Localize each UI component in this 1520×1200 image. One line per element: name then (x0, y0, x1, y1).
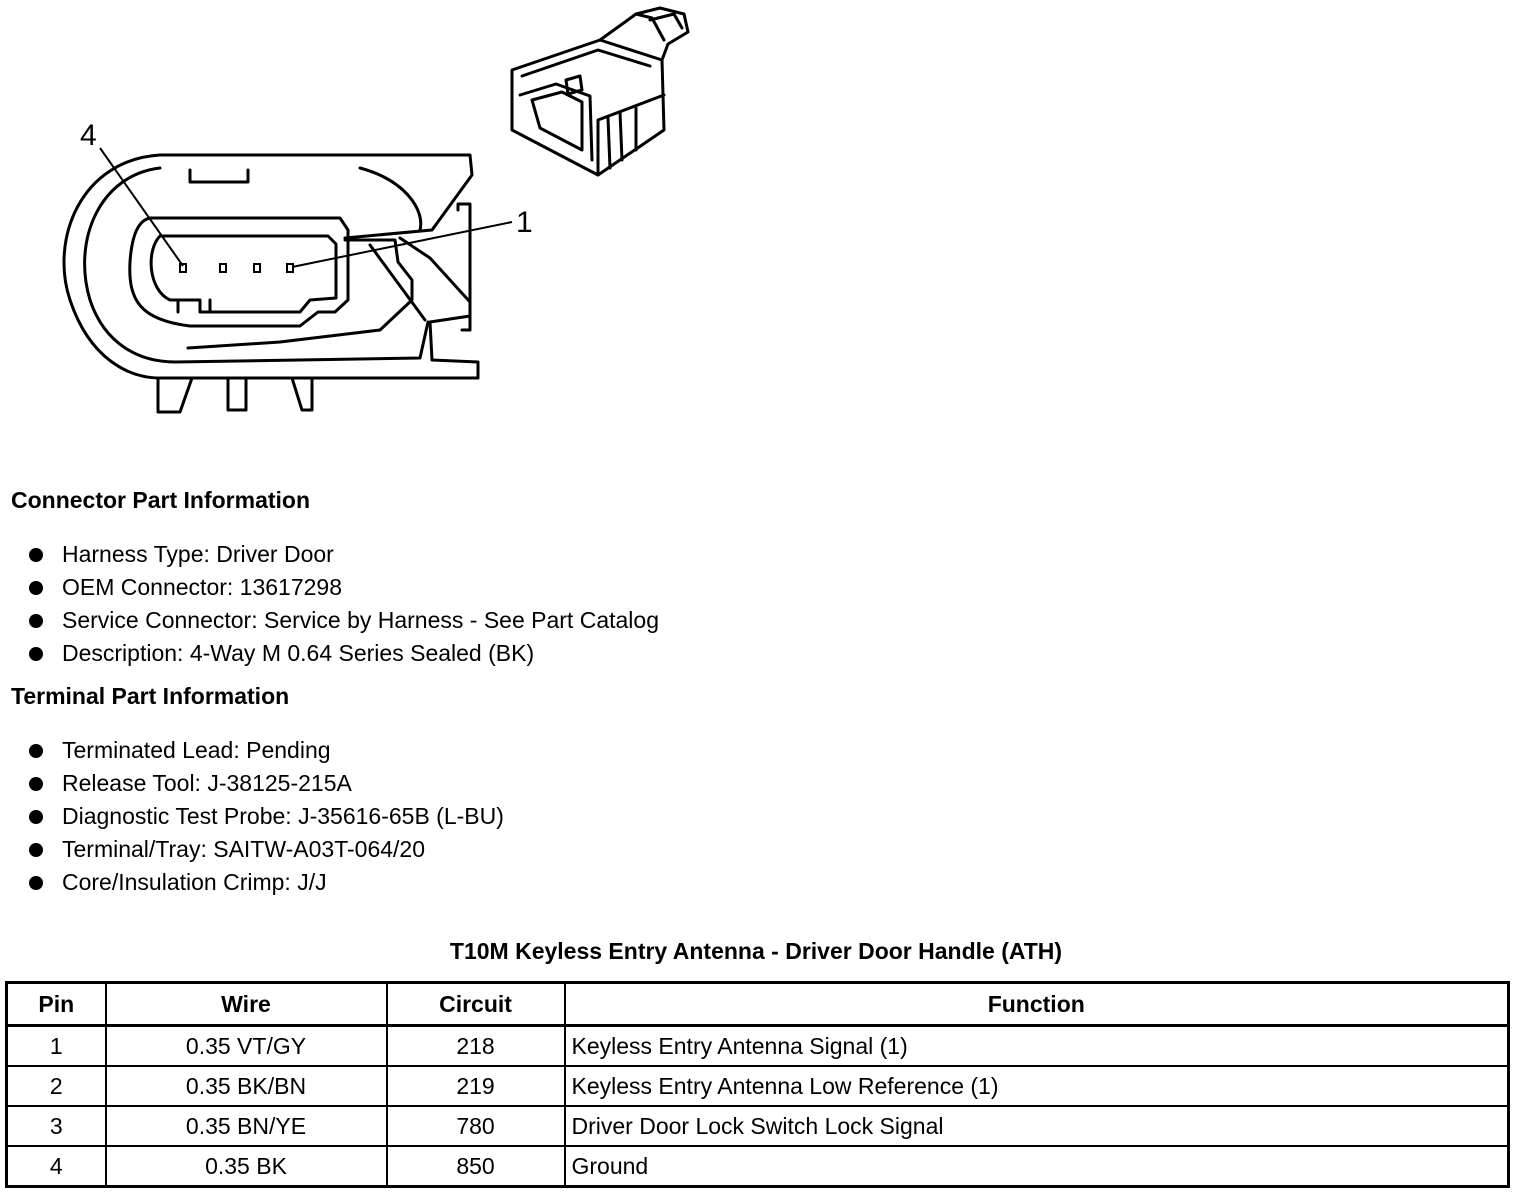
terminal-2 (253, 263, 261, 273)
list-item: Diagnostic Test Probe: J-35616-65B (L-BU… (0, 800, 504, 833)
terminal-4 (179, 263, 187, 273)
cell-wire: 0.35 BN/YE (104, 1105, 388, 1147)
list-item-text: Service Connector: Service by Harness - … (62, 607, 659, 633)
bullet-icon (29, 777, 43, 791)
cell-circuit: 218 (385, 1024, 566, 1067)
connector-info-heading: Connector Part Information (11, 487, 311, 513)
table-title: T10M Keyless Entry Antenna - Driver Door… (449, 938, 1063, 964)
cell-function: Keyless Entry Antenna Signal (1) (563, 1024, 1510, 1067)
foot-left (156, 376, 194, 414)
cell-pin: 4 (5, 1145, 107, 1188)
table-header-row: Pin Wire Circuit Function (5, 981, 1510, 1027)
list-item-text: Core/Insulation Crimp: J/J (62, 869, 327, 895)
list-item: Terminated Lead: Pending (0, 734, 504, 767)
list-item-text: Description: 4-Way M 0.64 Series Sealed … (62, 640, 535, 666)
pinout-table: Pin Wire Circuit Function 1 0.35 VT/GY 2… (5, 981, 1510, 1188)
cell-function: Keyless Entry Antenna Low Reference (1) (563, 1065, 1510, 1107)
cell-pin: 3 (5, 1105, 107, 1147)
list-item: OEM Connector: 13617298 (0, 571, 659, 604)
connector-info-list: Harness Type: Driver Door OEM Connector:… (0, 538, 659, 670)
list-item: Harness Type: Driver Door (0, 538, 659, 571)
column-header-wire: Wire (104, 981, 388, 1027)
pin-cavity (128, 216, 350, 328)
cell-wire: 0.35 VT/GY (104, 1024, 388, 1067)
table-row: 2 0.35 BK/BN 219 Keyless Entry Antenna L… (5, 1065, 1510, 1107)
foot-right (290, 376, 314, 412)
bullet-icon (29, 876, 43, 890)
column-header-circuit: Circuit (385, 981, 566, 1027)
cell-function: Driver Door Lock Switch Lock Signal (563, 1105, 1510, 1147)
bullet-icon (29, 614, 43, 628)
connector-face-drawing: 4 1 (62, 6, 690, 414)
column-header-function: Function (563, 981, 1510, 1027)
bullet-icon (29, 843, 43, 857)
terminal-1 (286, 263, 294, 273)
bullet-icon (29, 581, 43, 595)
connector-isometric-sketch (510, 6, 690, 177)
table-row: 3 0.35 BN/YE 780 Driver Door Lock Switch… (5, 1105, 1510, 1147)
list-item-text: Diagnostic Test Probe: J-35616-65B (L-BU… (62, 803, 504, 829)
bullet-icon (29, 744, 43, 758)
list-item-text: Terminated Lead: Pending (62, 737, 331, 763)
terminal-info-list: Terminated Lead: Pending Release Tool: J… (0, 734, 504, 899)
list-item: Terminal/Tray: SAITW-A03T-064/20 (0, 833, 504, 866)
cell-circuit: 780 (385, 1105, 566, 1147)
foot-middle (226, 376, 248, 412)
list-item: Description: 4-Way M 0.64 Series Sealed … (0, 637, 659, 670)
cell-circuit: 219 (385, 1065, 566, 1107)
list-item: Service Connector: Service by Harness - … (0, 604, 659, 637)
bullet-icon (29, 810, 43, 824)
terminal-3 (219, 263, 227, 273)
connector-face-outline (62, 153, 480, 380)
cell-function: Ground (563, 1145, 1510, 1188)
table-row: 4 0.35 BK 850 Ground (5, 1145, 1510, 1188)
cell-pin: 2 (5, 1065, 107, 1107)
list-item-text: Harness Type: Driver Door (62, 541, 334, 567)
callout-pin-4: 4 (80, 119, 97, 152)
list-item: Core/Insulation Crimp: J/J (0, 866, 504, 899)
list-item-text: OEM Connector: 13617298 (62, 574, 343, 600)
cell-wire: 0.35 BK/BN (104, 1065, 388, 1107)
cell-pin: 1 (5, 1024, 107, 1067)
column-header-pin: Pin (5, 981, 107, 1027)
leader-line-1 (291, 221, 513, 268)
cell-wire: 0.35 BK (104, 1145, 388, 1188)
table-row: 1 0.35 VT/GY 218 Keyless Entry Antenna S… (5, 1024, 1510, 1067)
bullet-icon (29, 548, 43, 562)
cell-circuit: 850 (385, 1145, 566, 1188)
list-item-text: Release Tool: J-38125-215A (62, 770, 352, 796)
leader-line-4 (99, 147, 184, 267)
terminal-info-heading: Terminal Part Information (11, 683, 290, 709)
bullet-icon (29, 647, 43, 661)
list-item-text: Terminal/Tray: SAITW-A03T-064/20 (62, 836, 426, 862)
callout-pin-1: 1 (516, 206, 533, 239)
list-item: Release Tool: J-38125-215A (0, 767, 504, 800)
